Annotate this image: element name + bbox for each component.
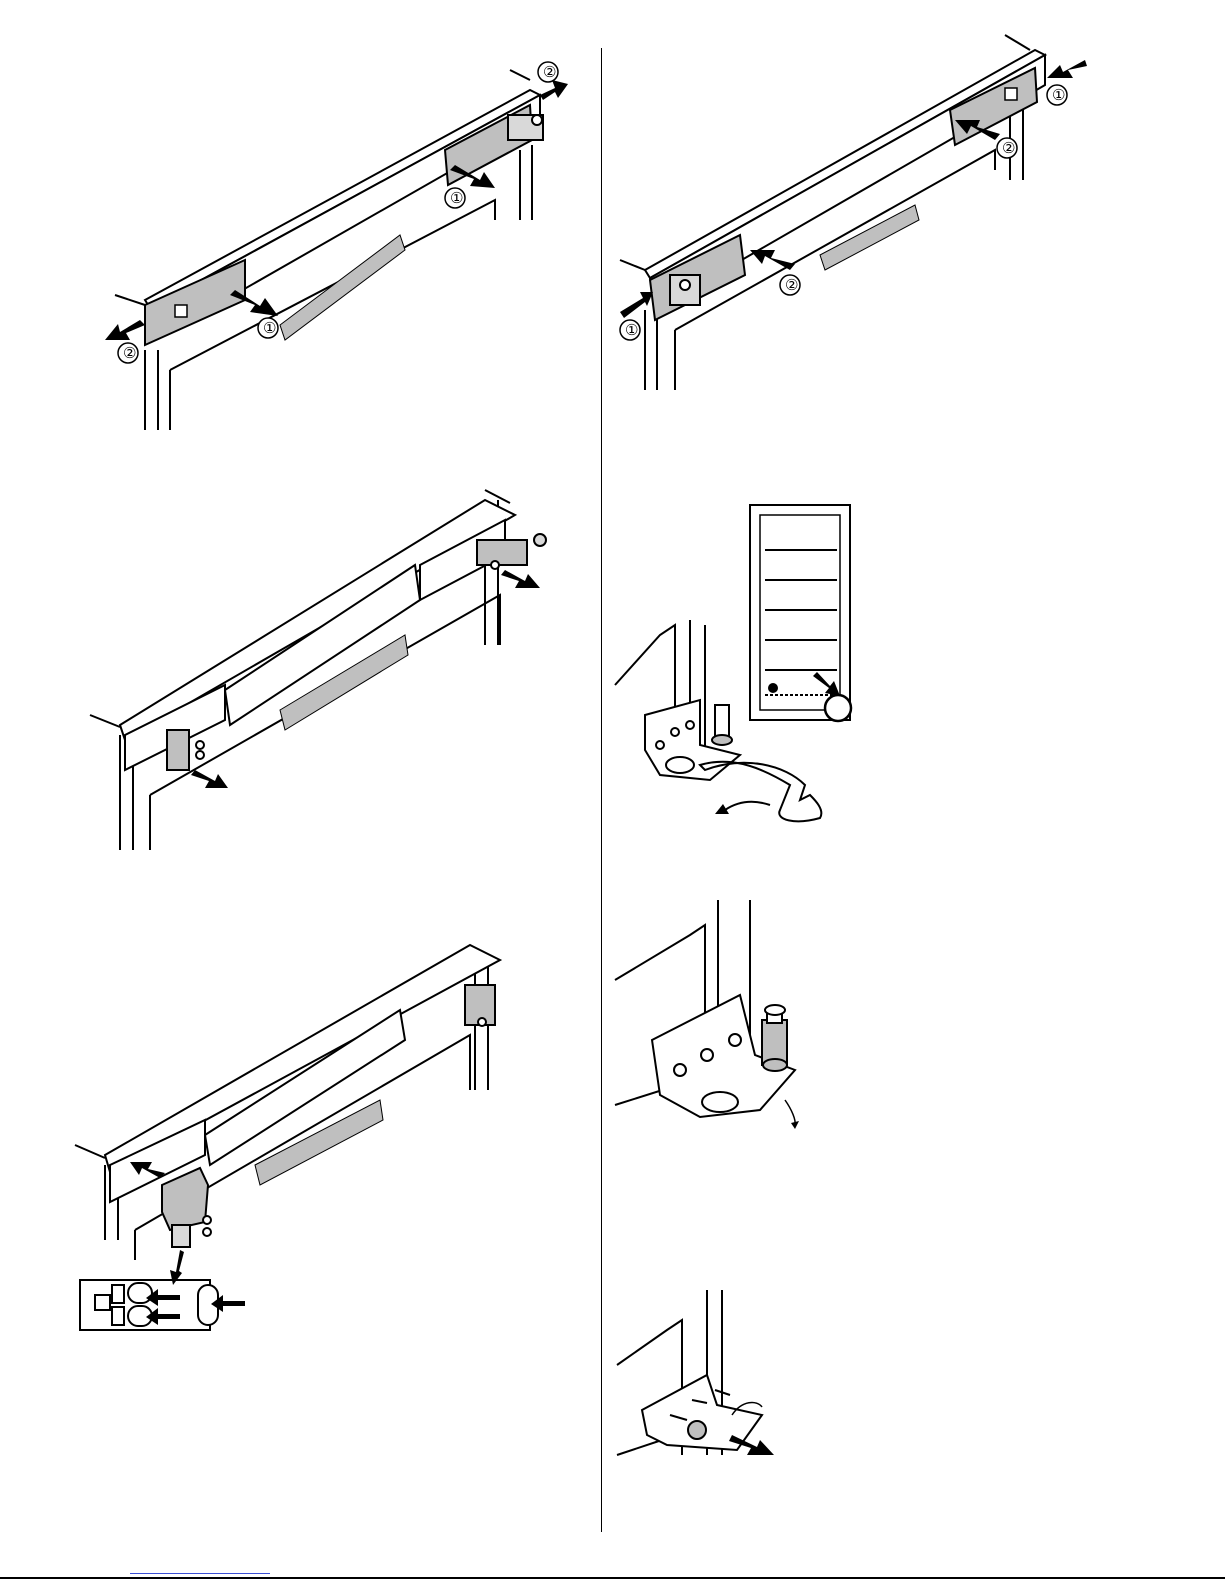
callout-1b: ① [450, 189, 463, 207]
column-divider [601, 48, 602, 1532]
footer-rule [0, 1577, 1225, 1579]
figure-remove-covers-left: ① ① ② ② [100, 50, 580, 440]
figure-remove-hinge-bottom [612, 1285, 812, 1485]
figure-remove-hinges [85, 485, 555, 855]
rotate-icon [785, 1100, 799, 1129]
callout-1: ① [625, 321, 638, 339]
figure-unscrew-hinge-pin [605, 500, 875, 830]
illustration-svg: ① ② ② ① [615, 30, 1090, 400]
illustration-svg: ① ① ② ② [100, 50, 580, 440]
illustration-svg [85, 485, 555, 855]
callout-2: ② [123, 344, 136, 362]
illustration-svg [612, 1285, 812, 1485]
callout-2b: ② [1002, 139, 1015, 157]
rotate-icon [715, 802, 770, 814]
callout-1: ① [263, 319, 276, 337]
figure-insert-covers-right: ① ② ② ① [615, 30, 1090, 400]
figure-rotate-hinge-pin [610, 895, 830, 1135]
figure-mount-hinge-detail [70, 940, 550, 1340]
callout-1b: ① [1052, 86, 1065, 104]
illustration-svg [605, 500, 875, 830]
illustration-svg [70, 940, 550, 1340]
callout-2: ② [785, 276, 798, 294]
illustration-svg [610, 895, 830, 1135]
callout-2b: ② [543, 63, 556, 81]
footer-link-underline[interactable] [130, 1573, 270, 1574]
